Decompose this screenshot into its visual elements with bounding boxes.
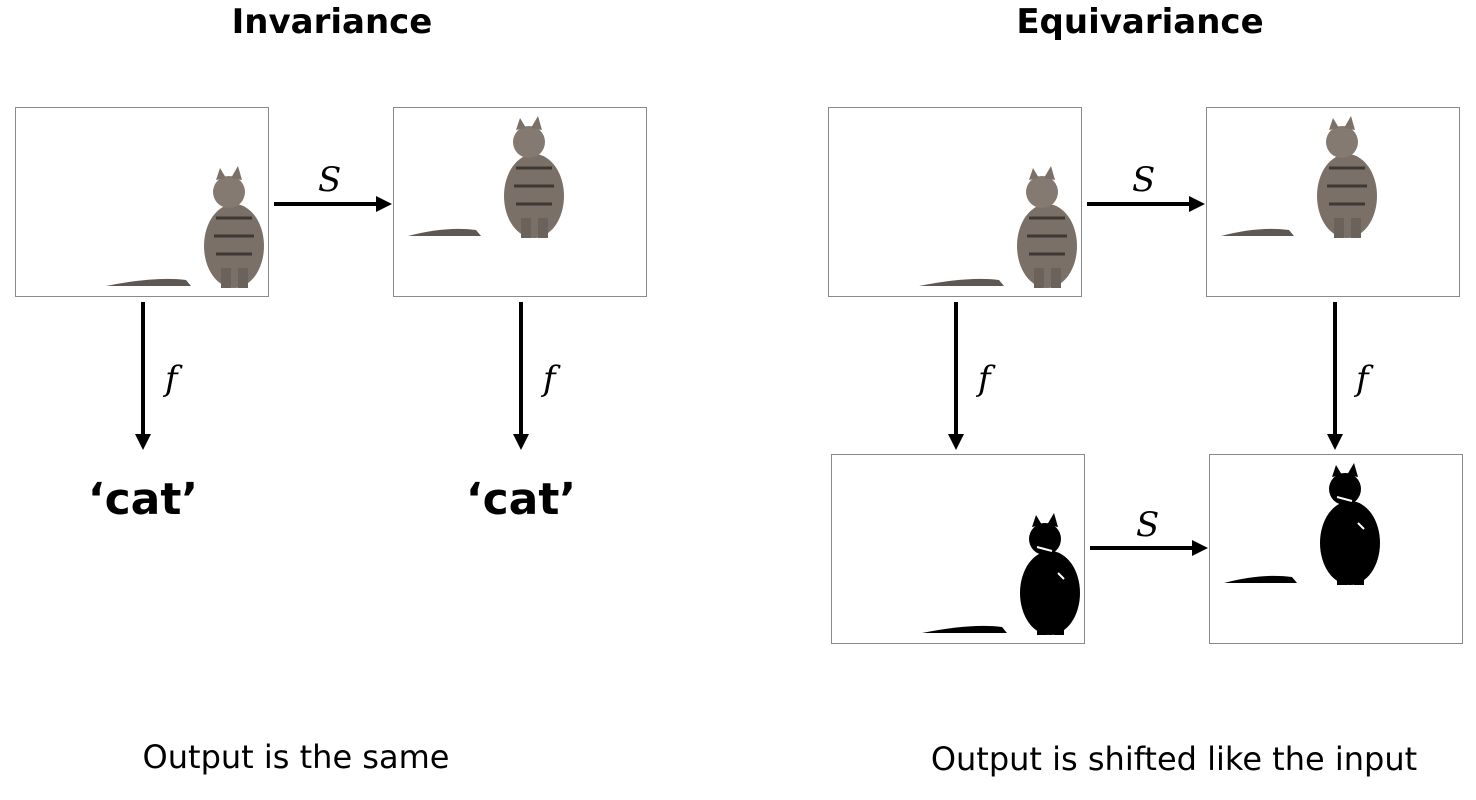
arrowhead-right-icon bbox=[1192, 540, 1208, 556]
arrowhead-down-icon bbox=[1327, 434, 1343, 450]
arrowhead-down-icon bbox=[513, 434, 529, 450]
invariance-title: Invariance bbox=[231, 2, 433, 42]
eq-f-operator-right: f bbox=[1356, 359, 1369, 399]
invariance-caption: Output is the same bbox=[142, 738, 450, 776]
cat-silhouette-icon bbox=[922, 513, 1080, 635]
equivariance-title: Equivariance bbox=[1016, 2, 1264, 42]
shift-operator-label: S bbox=[318, 160, 342, 200]
arrowhead-right-icon bbox=[1189, 196, 1205, 212]
cat-photo-shifted-icon bbox=[408, 116, 564, 238]
eq-f-arrow-right bbox=[1333, 302, 1337, 436]
shift-arrow bbox=[274, 202, 378, 206]
arrowhead-down-icon bbox=[948, 434, 964, 450]
f-arrow-right bbox=[519, 302, 523, 436]
eq-f-operator-left: f bbox=[978, 359, 991, 399]
equivariance-caption: Output is shifted like the input bbox=[930, 740, 1418, 778]
eq-output-image-frame bbox=[831, 454, 1085, 644]
f-arrow-left bbox=[141, 302, 145, 436]
arrowhead-right-icon bbox=[376, 196, 392, 212]
f-operator-label-right: f bbox=[543, 359, 556, 399]
arrowhead-down-icon bbox=[135, 434, 151, 450]
output-label-left: ‘cat’ bbox=[87, 474, 199, 525]
eq-f-arrow-left bbox=[954, 302, 958, 436]
eq-shift-arrow-top bbox=[1087, 202, 1191, 206]
eq-shift-operator-bottom: S bbox=[1136, 505, 1160, 545]
eq-input-image-frame bbox=[828, 107, 1082, 297]
cat-silhouette-shifted-icon bbox=[1224, 463, 1380, 585]
eq-shift-arrow-bottom bbox=[1090, 546, 1194, 550]
eq-shifted-output-image-frame bbox=[1209, 454, 1463, 644]
cat-photo-shifted-icon bbox=[1221, 116, 1377, 238]
input-image-frame bbox=[15, 107, 269, 297]
shifted-image-frame bbox=[393, 107, 647, 297]
cat-photo-icon bbox=[919, 166, 1077, 288]
eq-shift-operator-top: S bbox=[1132, 160, 1156, 200]
cat-photo-icon bbox=[106, 166, 264, 288]
eq-shifted-image-frame bbox=[1206, 107, 1460, 297]
f-operator-label-left: f bbox=[165, 359, 178, 399]
output-label-right: ‘cat’ bbox=[465, 474, 577, 525]
